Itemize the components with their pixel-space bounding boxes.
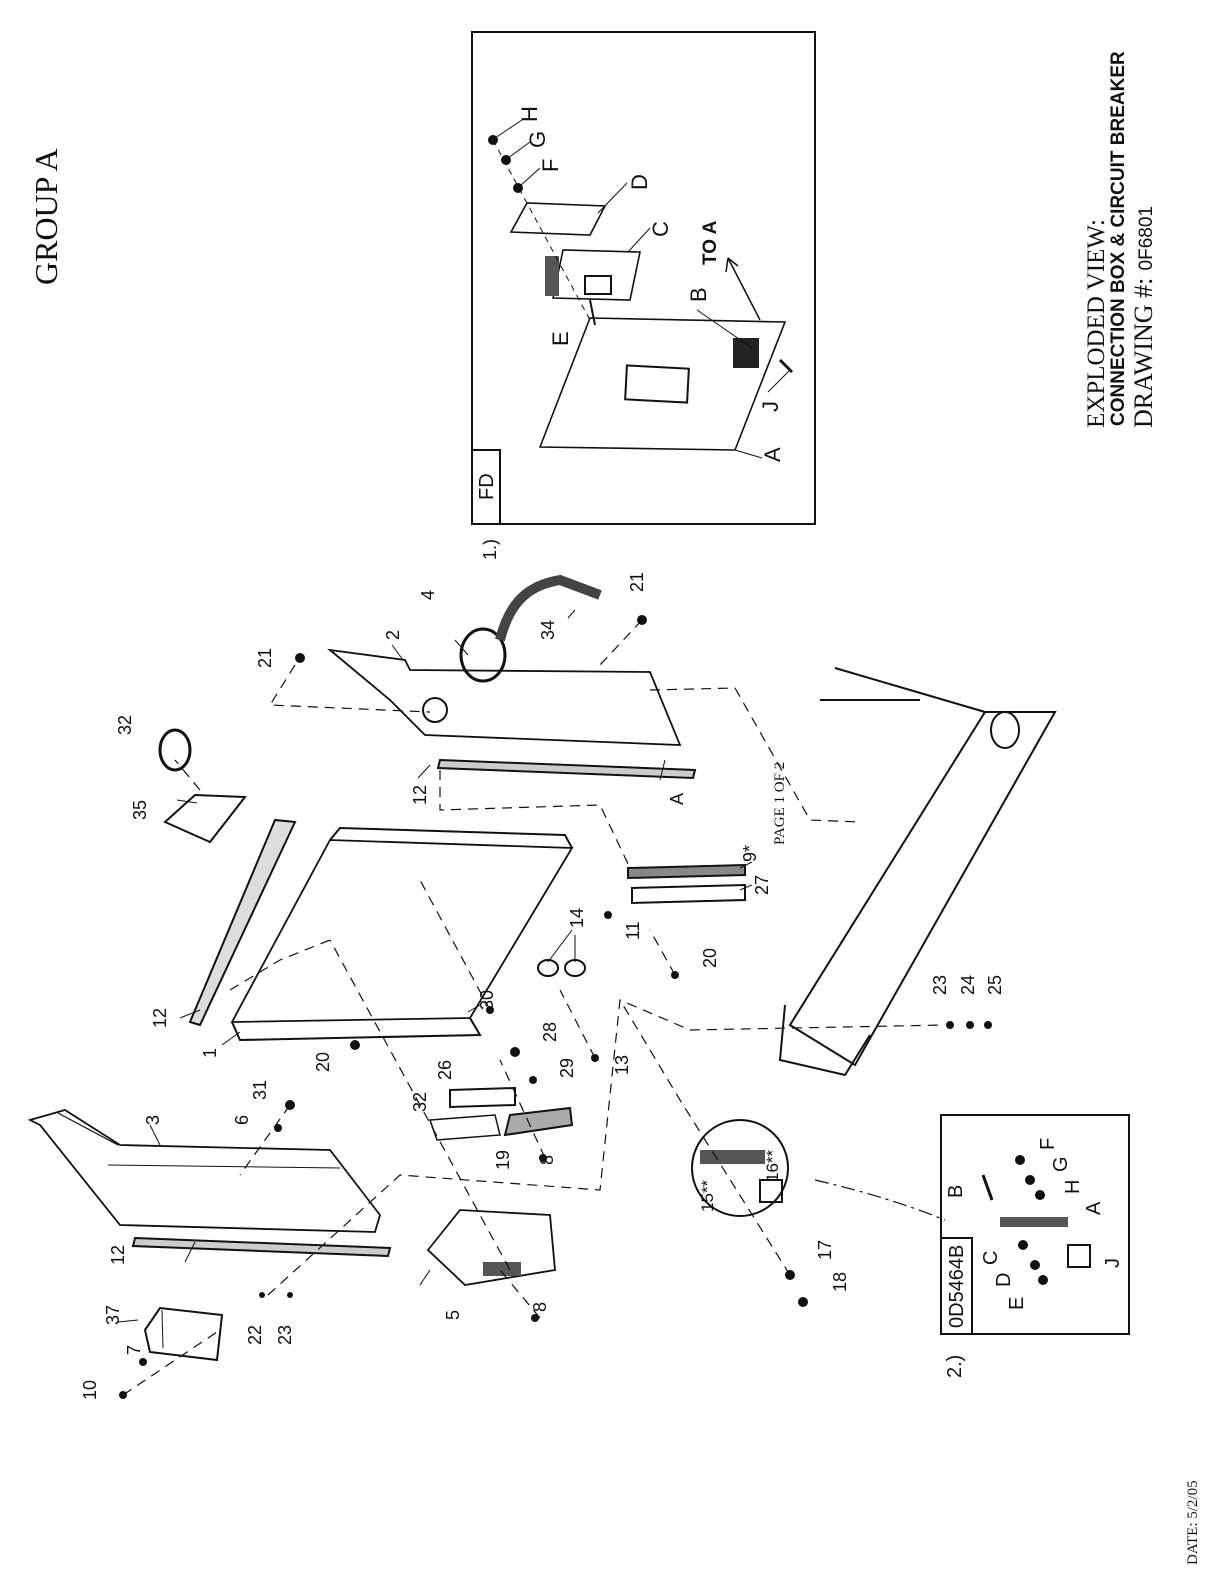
callout-24: 24 [958,975,979,995]
callout-37: 37 [103,1305,124,1325]
callout-13: 13 [612,1055,633,1075]
callout-8-lower: 8 [530,1302,551,1312]
callout-6: 6 [232,1115,253,1125]
callout-32-top: 32 [115,715,136,735]
callout-10: 10 [80,1380,101,1400]
inset1-label-c: C [648,221,674,237]
callout-28: 28 [540,1022,561,1042]
inset1-label-e: E [548,331,574,346]
callout-22: 22 [245,1325,266,1345]
inset1-label-d: D [627,174,653,190]
callout-23-left: 23 [275,1325,296,1345]
inset2-label-e: E [1006,1297,1029,1310]
callout-23-right: 23 [930,975,951,995]
callout-35: 35 [130,800,151,820]
rail-9 [628,865,745,878]
inset2-label-c: C [980,1251,1003,1265]
callout-21-right: 21 [627,572,648,592]
callout-34: 34 [538,620,559,640]
group-heading: GROUP A [28,148,65,285]
inset2-tag: 0D5464B [946,1245,969,1328]
terminal-32 [430,1115,500,1140]
plate-35 [165,795,245,842]
inset2-marker: 2.) [944,1355,967,1378]
drawing-date: DATE: 5/2/05 [1185,1480,1202,1565]
callout-7: 7 [124,1345,145,1355]
callout-16: 16** [763,1150,783,1182]
plate-26 [450,1088,515,1107]
inset1-marker: 1.) [480,539,501,560]
grommet-32 [160,730,190,770]
plate-d [511,203,605,235]
callout-2: 2 [383,630,404,640]
callout-18: 18 [830,1272,851,1292]
rail-19 [505,1108,572,1135]
to-a-label: TO A [700,221,722,265]
callout-31: 31 [250,1080,271,1100]
inset2-label-a: A [1083,1202,1106,1215]
callout-11: 11 [623,921,644,940]
callout-12-right: 12 [410,785,431,805]
callout-30: 30 [477,990,498,1010]
inset2-label-j: J [1102,1258,1125,1268]
tray-1 [232,840,572,1022]
panel-3 [30,1110,380,1232]
callout-19: 19 [493,1150,514,1170]
callout-12-left: 12 [108,1245,129,1265]
callout-14: 14 [567,908,588,928]
callout-5: 5 [443,1310,464,1320]
callout-27: 27 [752,875,773,895]
callout-21-top: 21 [255,648,276,668]
callout-20-right: 20 [700,948,721,968]
frame-rail [790,712,1055,1065]
callout-29: 29 [557,1058,578,1078]
inset2-label-g: G [1050,1156,1073,1172]
inset1-label-j: J [758,401,784,412]
inset2-label-h: H [1062,1180,1085,1194]
inset1-label-f: F [538,159,564,172]
callout-a: A [667,793,688,805]
inset1-label-b: B [686,287,712,302]
callout-17: 17 [815,1240,836,1260]
callout-26: 26 [435,1060,456,1080]
callout-8-upper: 8 [537,1155,558,1165]
inset1-tag: FD [476,473,499,500]
inset2-label-b: B [945,1185,968,1198]
title-line-3: DRAWING #: 0F6801 [1128,206,1159,428]
callout-20-left: 20 [313,1052,334,1072]
inset1-label-a: A [760,447,786,462]
callout-25: 25 [985,975,1006,995]
callout-1: 1 [200,1048,221,1058]
inset2-label-d: D [993,1273,1016,1287]
page-indicator: PAGE 1 OF 2 [772,762,789,845]
callout-12-center: 12 [150,1008,171,1028]
inset1-label-h: H [517,106,543,122]
strip-12-center [190,820,295,1025]
callout-32-center: 32 [410,1092,431,1112]
callout-15: 15** [698,1180,718,1212]
inset2-label-f: F [1037,1138,1060,1150]
callout-9: 9* [740,845,761,862]
inset1-label-g: G [525,131,551,148]
rail-27 [632,885,745,903]
title-line-2: CONNECTION BOX & CIRCUIT BREAKER [1108,51,1130,426]
drawing-number-prefix: DRAWING #: [1129,278,1158,428]
strip-12-right [438,760,695,778]
label-b [733,338,759,368]
title-line-1: EXPLODED VIEW: [1083,219,1111,428]
to-a-arrow [728,258,760,320]
callout-3: 3 [143,1115,164,1125]
drawing-number: 0F6801 [1136,206,1157,270]
plate-a [540,318,785,450]
callout-4: 4 [418,590,439,600]
box-37 [145,1308,222,1360]
strip-12-left [133,1238,390,1256]
